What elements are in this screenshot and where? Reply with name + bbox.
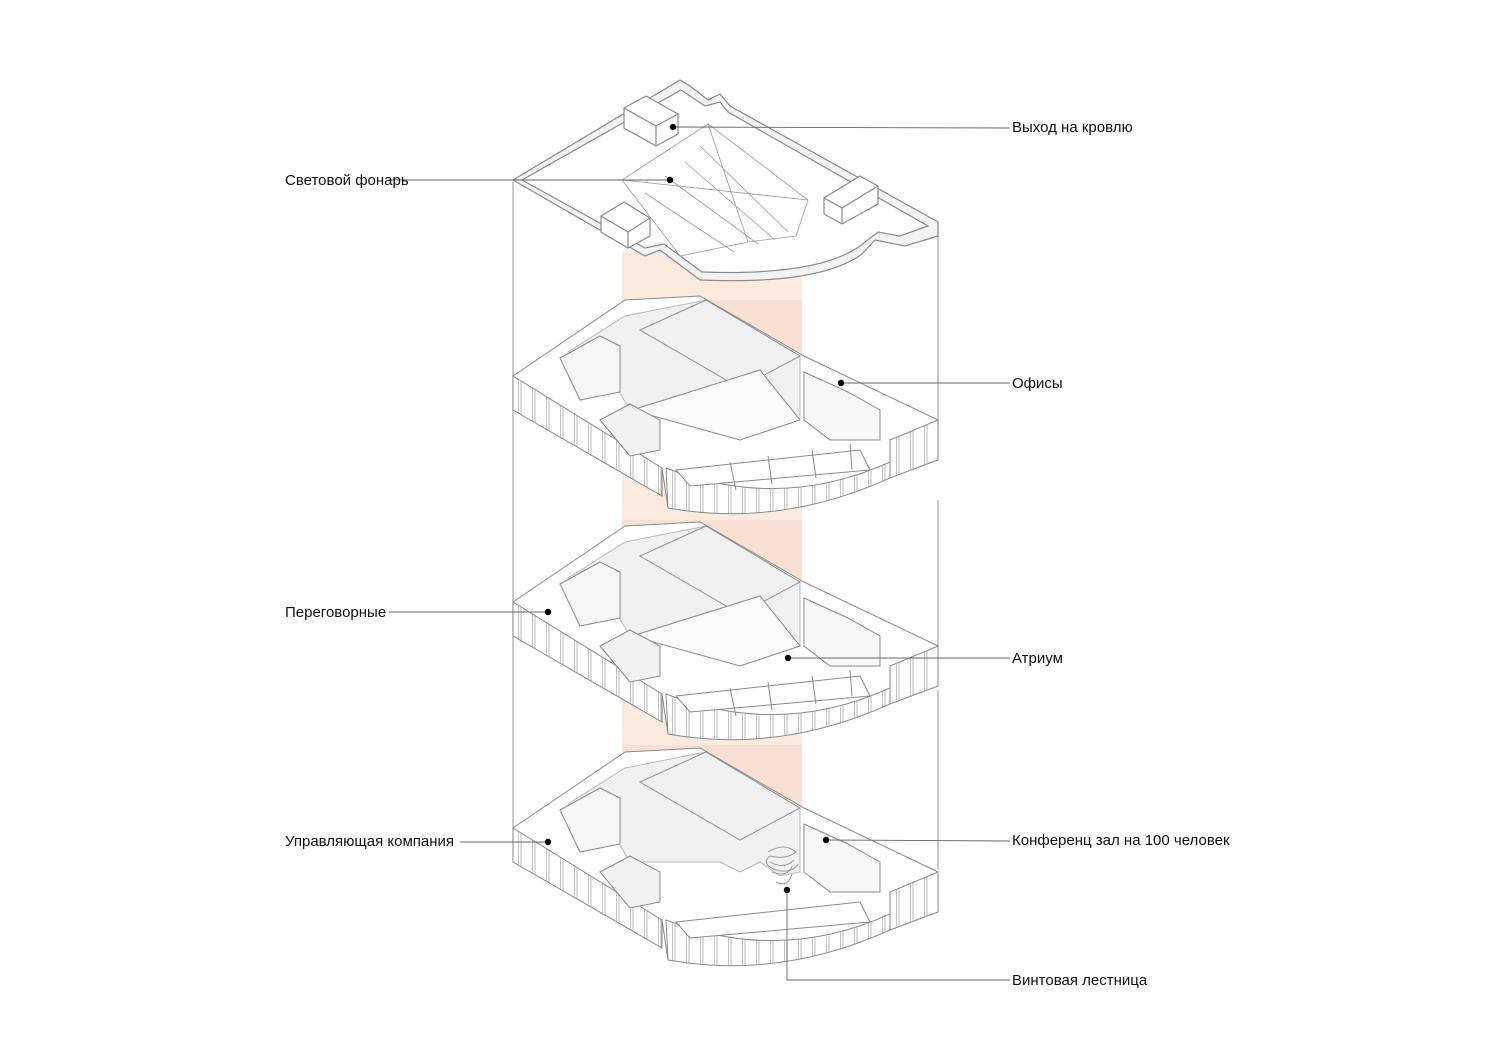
spiral-stair-shape [765,846,799,885]
callout-leaders [389,126,1011,981]
floor-meeting [512,521,939,741]
callout-dots [544,123,845,894]
label-conference-hall: Конференц зал на 100 человек [1012,832,1230,849]
floor-conference [512,747,939,967]
label-spiral-stair: Винтовая лестница [1012,972,1148,989]
label-roof-exit: Выход на кровлю [1012,119,1133,136]
label-atrium: Атриум [1012,650,1063,667]
roof-structures [600,95,879,249]
label-meeting-rooms: Переговорные [285,604,387,621]
skylight-shape [621,123,809,257]
label-skylight: Световой фонарь [285,172,409,189]
floor-offices [512,295,939,515]
label-offices: Офисы [1012,375,1063,392]
roof-level [511,79,939,282]
label-management-company: Управляющая компания [285,833,455,850]
